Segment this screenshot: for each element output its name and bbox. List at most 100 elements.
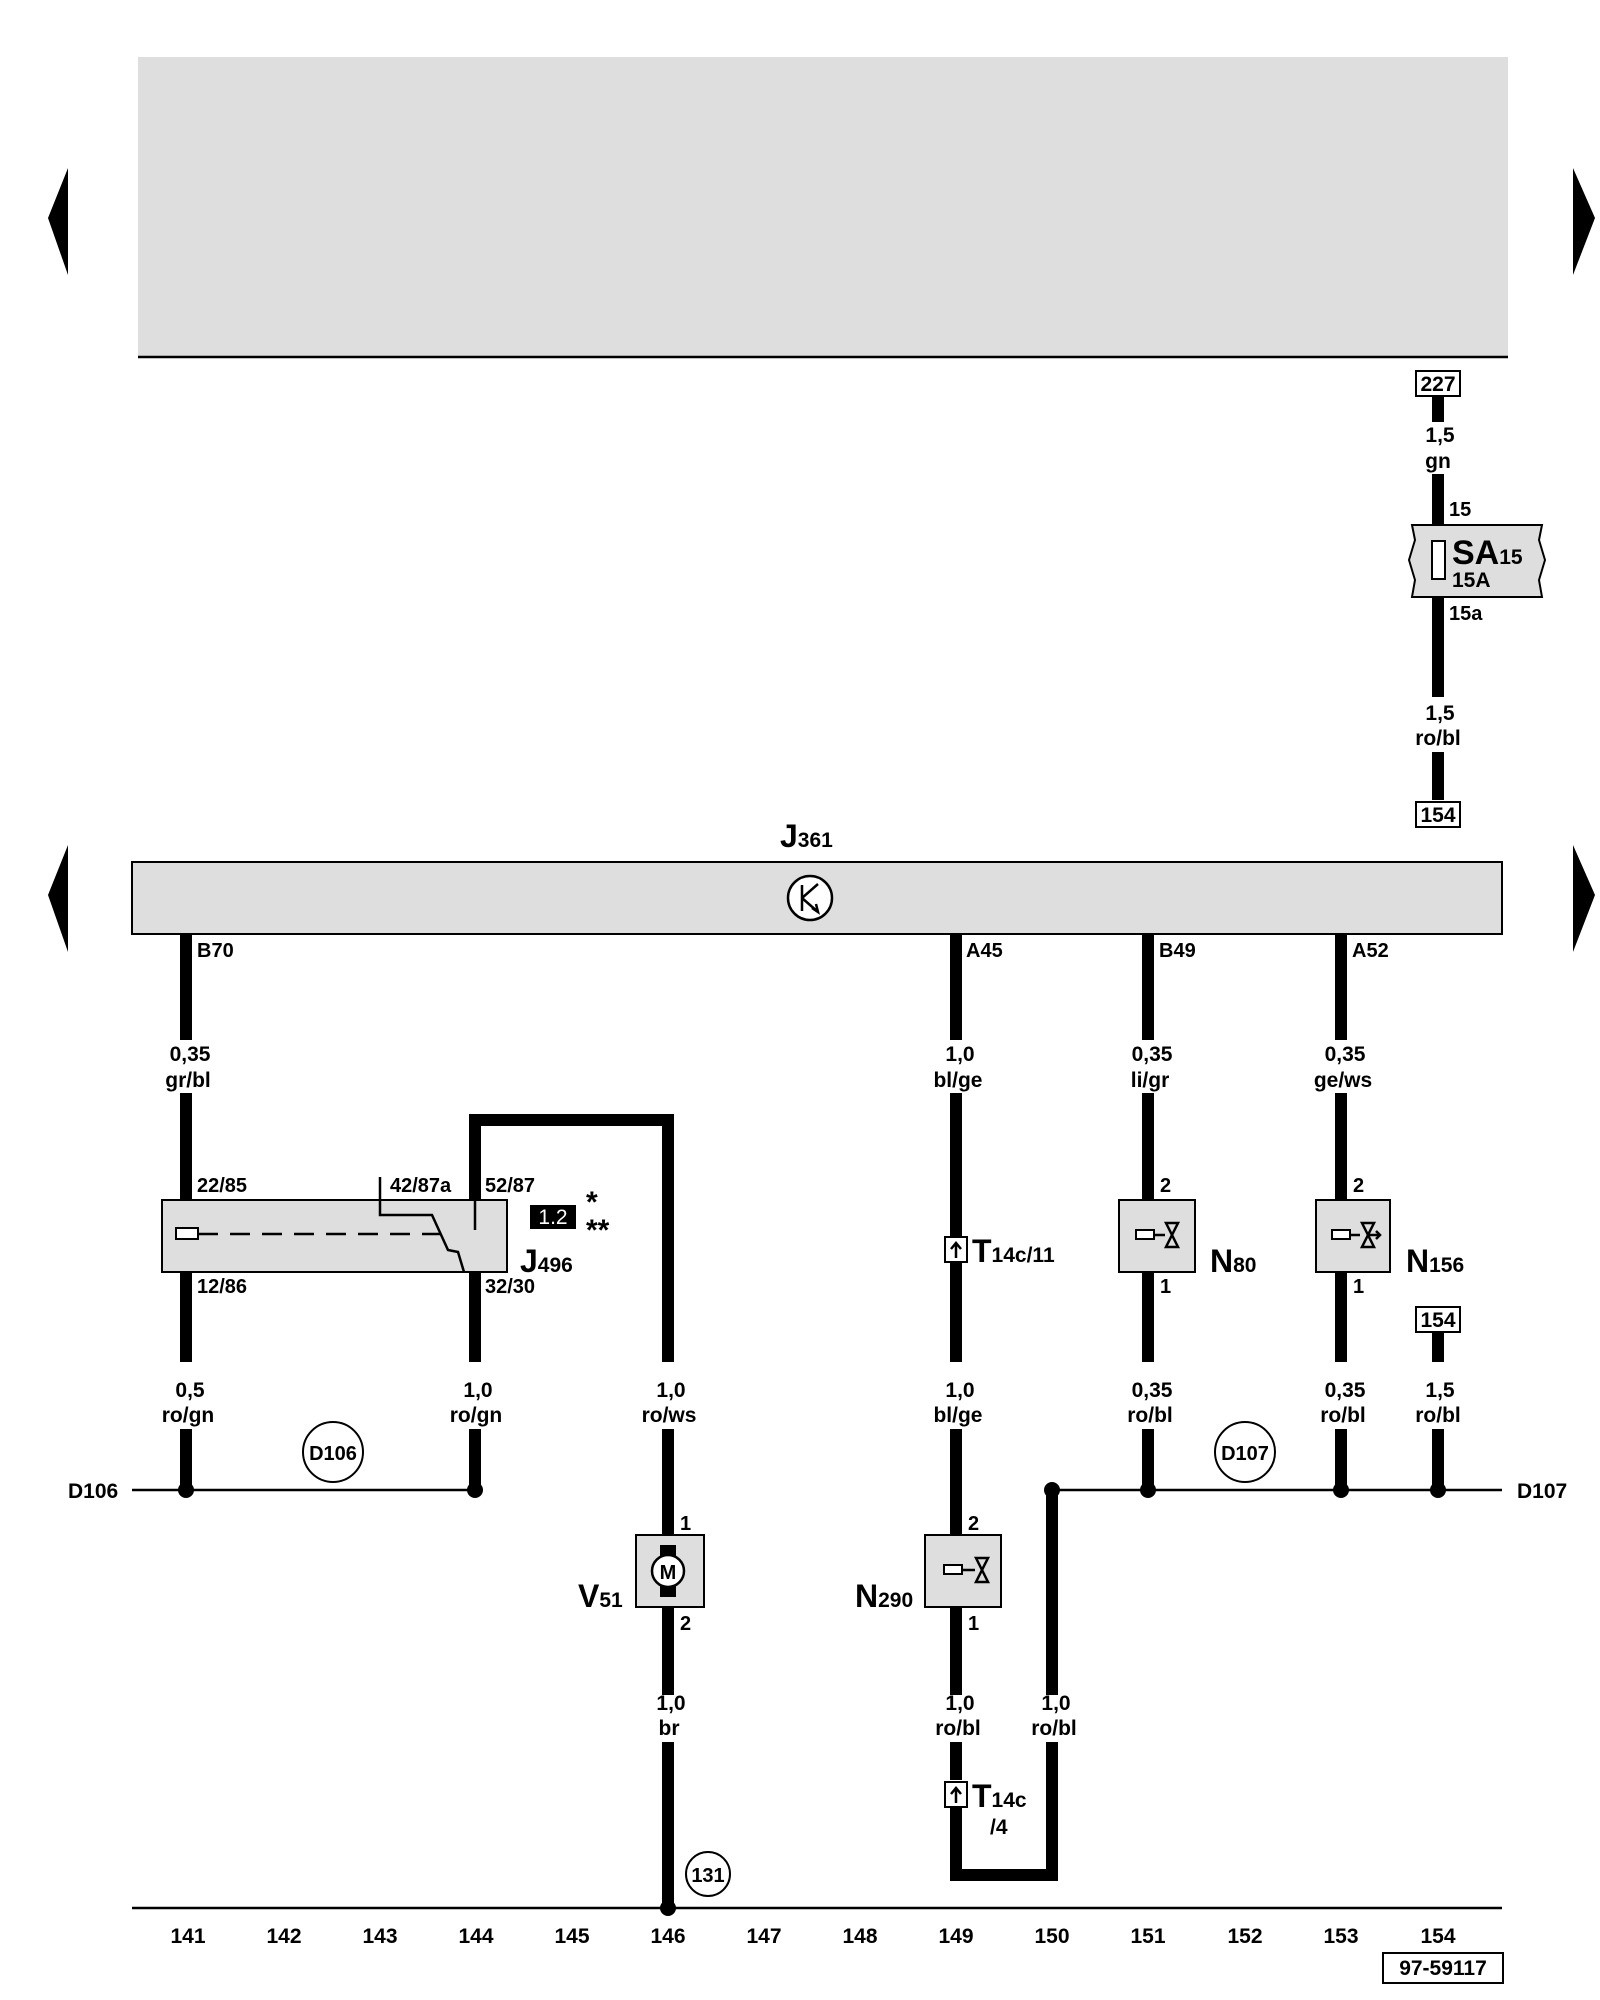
connector-t14c11-label: T14c/11 <box>972 1233 1055 1269</box>
valve-n156-pin-2: 2 <box>1353 1175 1364 1197</box>
valve-n80-pin-1: 1 <box>1160 1276 1171 1298</box>
connector-d106-circle <box>302 1421 364 1483</box>
prev-page-arrow-bottom[interactable] <box>48 845 68 952</box>
grid-number: 145 <box>554 1925 589 1948</box>
wire-color: ro/ws <box>642 1404 697 1427</box>
document-id: 97-59117 <box>1399 1957 1487 1980</box>
wire-size: 1,5 <box>1425 424 1455 447</box>
control-unit-label: J361 <box>780 818 833 854</box>
fuse-icon <box>1431 540 1446 580</box>
grid-number: 154 <box>1420 1925 1455 1948</box>
grid-number: 147 <box>746 1925 781 1948</box>
wire-size: 1,5 <box>1425 1379 1455 1402</box>
valve-icon <box>1350 1221 1382 1249</box>
wire-color: ro/gn <box>162 1404 215 1427</box>
wire-color: ro/bl <box>1415 1404 1461 1427</box>
wire-color: ge/ws <box>1314 1069 1372 1092</box>
wire-color: bl/ge <box>933 1069 982 1092</box>
valve-icon <box>962 1556 991 1584</box>
motor-brush-top <box>660 1545 676 1557</box>
grid-numbers: 141 142 143 144 145 146 147 148 149 150 … <box>170 1925 1455 1948</box>
ground-point-circle <box>685 1851 731 1897</box>
connector-d106-label: D106 <box>309 1443 357 1465</box>
junction-dot <box>1430 1482 1446 1498</box>
wire-size: 1,0 <box>945 1692 974 1715</box>
valve-n290-label: N290 <box>855 1578 913 1614</box>
motor-pin-1: 1 <box>680 1513 691 1535</box>
next-page-arrow-bottom[interactable] <box>1573 845 1595 952</box>
wire-size: 0,35 <box>1132 1379 1173 1402</box>
grid-number: 146 <box>650 1925 685 1948</box>
wire-size: 1,5 <box>1425 702 1455 725</box>
wire-size: 0,35 <box>1325 1043 1366 1066</box>
ref-154-lower-label: 154 <box>1420 1309 1455 1332</box>
junction-dot <box>1044 1482 1060 1498</box>
connector-d107-label: D107 <box>1221 1443 1269 1465</box>
grid-number: 153 <box>1323 1925 1358 1948</box>
connector-t14c4-sub: /4 <box>990 1816 1008 1839</box>
valve-icon <box>1154 1221 1181 1249</box>
valve-n80-label: N80 <box>1210 1243 1256 1279</box>
valve-coil-icon <box>943 1564 963 1575</box>
wire-color: li/gr <box>1131 1069 1170 1092</box>
wire-size: 1,0 <box>463 1379 492 1402</box>
wire-color: ro/bl <box>1415 727 1461 750</box>
prev-page-arrow-top[interactable] <box>48 168 68 275</box>
motor-letter: M <box>660 1562 677 1584</box>
wire-size: 1,0 <box>1041 1692 1070 1715</box>
busbar-d107-label: D107 <box>1517 1480 1567 1503</box>
relay-label: J496 <box>520 1243 573 1279</box>
ref-227-label: 227 <box>1420 373 1455 396</box>
connector-d107-circle <box>1214 1421 1276 1483</box>
motor-brush-bottom <box>660 1585 676 1597</box>
wire-size: 1,0 <box>945 1043 974 1066</box>
footnote-star-double: ** <box>586 1214 610 1247</box>
pin-b49: B49 <box>1159 940 1196 962</box>
relay-pin-12: 12/86 <box>197 1276 247 1298</box>
grid-number: 141 <box>170 1925 205 1948</box>
version-badge <box>530 1205 576 1229</box>
valve-n80-pin-2: 2 <box>1160 1175 1171 1197</box>
valve-n156-pin-1: 1 <box>1353 1276 1364 1298</box>
motor-pin-2: 2 <box>680 1613 691 1635</box>
ref-154-label: 154 <box>1420 804 1455 827</box>
relay-pin-42: 42/87a <box>390 1175 452 1197</box>
previous-section-area <box>138 57 1508 357</box>
relay-pin-22: 22/85 <box>197 1175 247 1197</box>
connector-arrow <box>950 1241 962 1258</box>
relay-j496 <box>161 1199 508 1273</box>
wire-color: gr/bl <box>165 1069 211 1092</box>
ref-box-154 <box>1415 801 1461 828</box>
junction-dot <box>467 1482 483 1498</box>
footnote-star-single: * <box>586 1186 598 1219</box>
wire-color: ro/bl <box>1127 1404 1173 1427</box>
busbar-d106-label: D106 <box>68 1480 118 1503</box>
connector-arrow <box>950 1786 962 1803</box>
transistor-icon <box>786 874 834 922</box>
relay-coil-icon <box>175 1227 199 1240</box>
valve-coil-icon <box>1135 1229 1155 1240</box>
wire-size: 0,35 <box>1325 1379 1366 1402</box>
grid-number: 144 <box>458 1925 493 1948</box>
wire-color: bl/ge <box>933 1404 982 1427</box>
wire-color: ro/bl <box>1320 1404 1366 1427</box>
motor-icon <box>650 1553 686 1589</box>
pin-b70: B70 <box>197 940 234 962</box>
junction-dot <box>1140 1482 1156 1498</box>
pin-a52: A52 <box>1352 940 1389 962</box>
ground-point-label: 131 <box>691 1865 724 1887</box>
next-page-arrow-top[interactable] <box>1573 168 1595 275</box>
fuse-pin-out: 15a <box>1449 603 1483 625</box>
relay-contact <box>378 1177 466 1273</box>
fuse-rating: 15A <box>1452 569 1491 592</box>
wire-size: 1,0 <box>656 1692 685 1715</box>
wire-color: br <box>659 1717 680 1740</box>
relay-pin-32: 32/30 <box>485 1276 535 1298</box>
grid-number: 152 <box>1227 1925 1262 1948</box>
fuse-pin-in: 15 <box>1449 499 1471 521</box>
connector-t14c4-label: T14c <box>972 1778 1027 1814</box>
version-badge-label: 1.2 <box>538 1206 567 1229</box>
grid-number: 151 <box>1130 1925 1165 1948</box>
wire-144-to-146-top <box>469 1114 674 1362</box>
